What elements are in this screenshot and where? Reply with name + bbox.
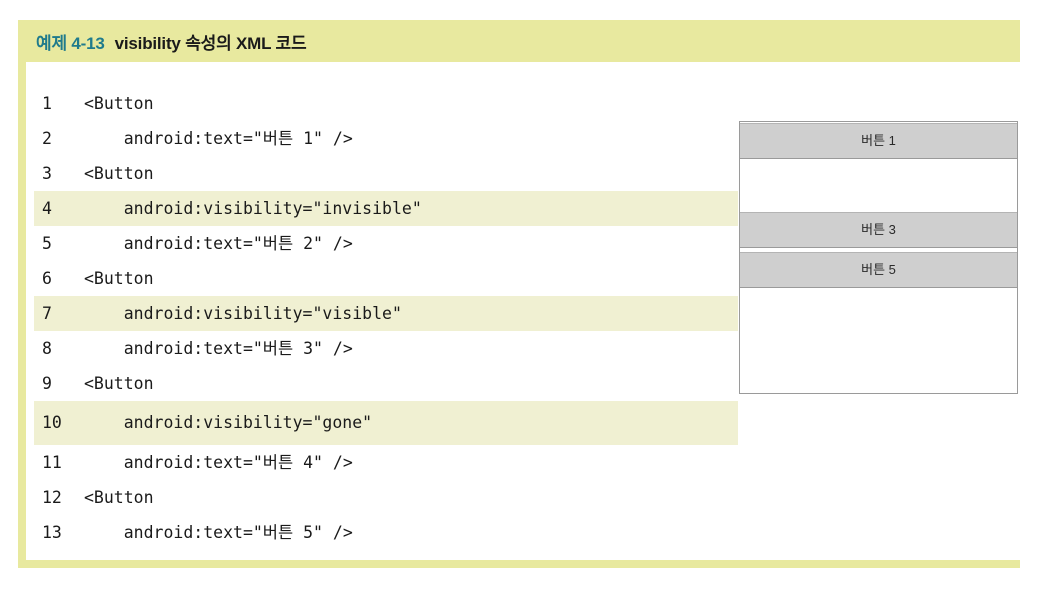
code-line: 11 android:text="버튼 4" />: [34, 445, 1020, 480]
code-line-number: 6: [42, 269, 52, 288]
code-line-number: 2: [42, 129, 52, 148]
code-line: 12 <Button: [34, 480, 1020, 515]
code-line: 6 <Button: [34, 261, 1020, 296]
code-line-number: 8: [42, 339, 52, 358]
code-line-text: android:text="버튼 1" />: [123, 129, 353, 148]
code-line-text: <Button: [84, 374, 154, 393]
code-line: 1 <Button: [34, 86, 1020, 121]
code-line-text: android:text="버튼 4" />: [123, 453, 353, 472]
code-example-figure: 예제 4-13 visibility 속성의 XML 코드 1 <Button 2 an…: [18, 20, 1020, 568]
code-line: 4 android:visibility="invisible": [34, 191, 738, 226]
code-line-text: <Button: [84, 488, 154, 507]
code-line-number: 5: [42, 234, 52, 253]
figure-header-band: 예제 4-13 visibility 속성의 XML 코드: [18, 20, 1020, 62]
preview-button[interactable]: 버튼 3: [740, 212, 1017, 248]
code-line-number: 7: [42, 304, 52, 323]
figure-body-frame: 1 <Button 2 android:text="버튼 1" /> 3 <Button 4…: [18, 62, 1020, 568]
preview-button[interactable]: 버튼 1: [740, 123, 1017, 159]
code-line-text: android:text="버튼 3" />: [123, 339, 353, 358]
code-line-number: 4: [42, 199, 52, 218]
code-line-text: android:visibility="gone": [123, 413, 373, 432]
code-line: 5 android:text="버튼 2" />: [34, 226, 1020, 261]
code-line: 7 android:visibility="visible": [34, 296, 738, 331]
code-line: 10 android:visibility="gone": [34, 401, 738, 445]
code-line-text: android:text="버튼 5" />: [123, 523, 353, 542]
code-line: 9 <Button: [34, 366, 1020, 401]
code-line-text: android:visibility="visible": [123, 304, 402, 323]
preview-button[interactable]: 버튼 5: [740, 252, 1017, 288]
code-line-number: 11: [42, 453, 62, 472]
android-preview-panel: 버튼 1 버튼 3 버튼 5: [739, 121, 1018, 394]
code-line: 2 android:text="버튼 1" />: [34, 121, 1020, 156]
code-line-text: <Button: [84, 269, 154, 288]
figure-header-text: 예제 4-13 visibility 속성의 XML 코드: [36, 29, 307, 54]
code-line-text: android:visibility="invisible": [123, 199, 422, 218]
code-line: 3 <Button: [34, 156, 1020, 191]
code-line: 8 android:text="버튼 3" />: [34, 331, 1020, 366]
code-listing: 1 <Button 2 android:text="버튼 1" /> 3 <Button 4…: [34, 86, 1020, 550]
example-number-label: 예제 4-13: [36, 34, 105, 53]
code-line-text: <Button: [84, 164, 154, 183]
figure-body: 1 <Button 2 android:text="버튼 1" /> 3 <Button 4…: [34, 62, 1020, 560]
code-line-text: android:text="버튼 2" />: [123, 234, 353, 253]
code-line-number: 10: [42, 413, 62, 432]
code-line-text: <Button: [84, 94, 154, 113]
code-line-number: 9: [42, 374, 52, 393]
code-line-number: 1: [42, 94, 52, 113]
example-title: visibility 속성의 XML 코드: [114, 34, 307, 53]
code-line-number: 3: [42, 164, 52, 183]
code-line-number: 12: [42, 488, 62, 507]
code-line: 13 android:text="버튼 5" />: [34, 515, 1020, 550]
code-line-number: 13: [42, 523, 62, 542]
